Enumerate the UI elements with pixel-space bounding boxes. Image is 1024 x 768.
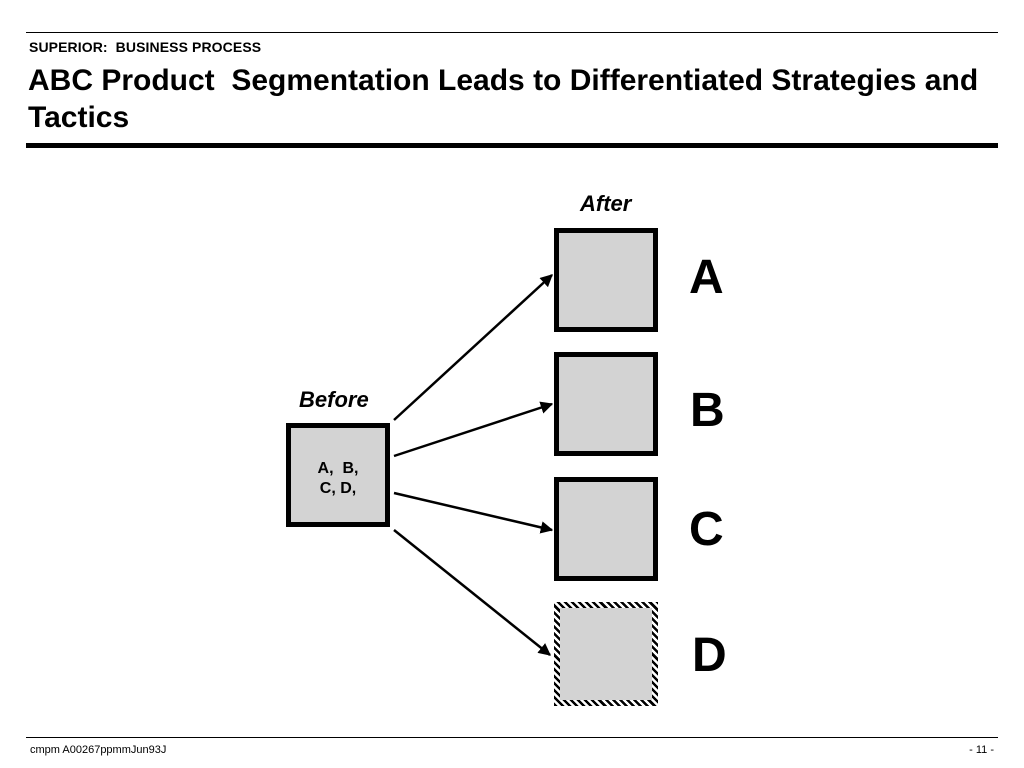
after-box-c — [554, 477, 658, 581]
arrow-to-a — [393, 274, 553, 421]
after-box-a — [554, 228, 658, 332]
arrow-to-c — [393, 491, 554, 534]
section-label: SUPERIOR: BUSINESS PROCESS — [29, 39, 262, 55]
segment-letter-c: C — [689, 503, 724, 556]
footer-page-number: - 11 - — [969, 744, 994, 756]
arrow-to-b — [393, 401, 554, 458]
segment-letter-a: A — [689, 251, 724, 304]
after-box-d — [554, 602, 658, 706]
before-box-line-1: A, B, — [317, 460, 359, 477]
arrow-to-d — [393, 529, 551, 656]
after-box-b — [554, 352, 658, 456]
after-label: After — [580, 191, 632, 216]
segment-letter-d: D — [692, 629, 727, 682]
header-top-rule — [26, 32, 998, 33]
page-title: ABC Product Segmentation Leads to Differ… — [28, 64, 987, 134]
before-label: Before — [299, 387, 369, 412]
title-underline-rule — [26, 143, 998, 148]
before-box: A, B, C, D, — [286, 423, 390, 527]
footer-document-id: cmpm A00267ppmmJun93J — [30, 744, 167, 756]
segment-letter-b: B — [690, 384, 725, 437]
footer-rule — [26, 737, 998, 738]
before-box-line-2: C, D, — [319, 480, 357, 497]
